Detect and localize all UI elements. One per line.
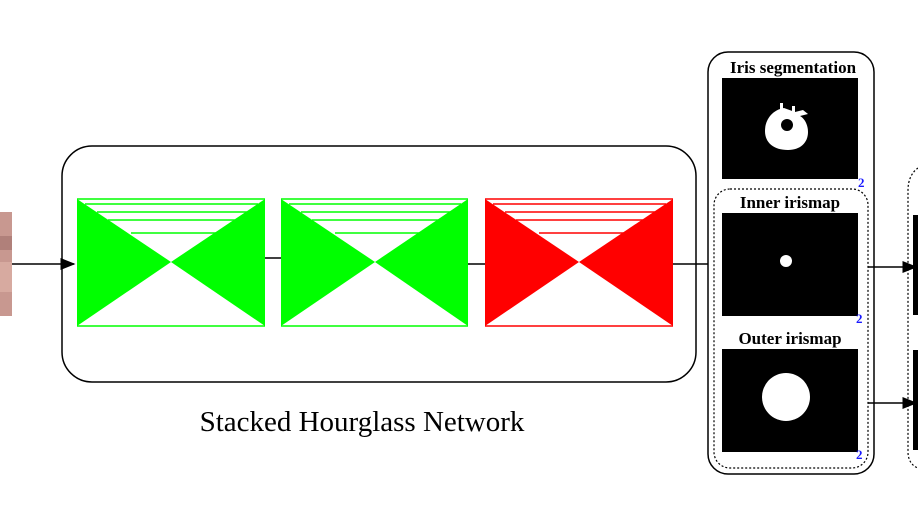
hourglass-1 — [77, 198, 265, 327]
network-caption: Stacked Hourglass Network — [200, 406, 525, 438]
outer-irismap-image — [722, 349, 858, 452]
outer-irismap-title: Outer irismap — [738, 329, 841, 348]
inner-irismap-badge: 2 — [856, 311, 863, 326]
hourglass-3 — [485, 198, 673, 327]
inner-irismap-image — [722, 213, 858, 316]
input-eye-image — [0, 212, 12, 316]
inner-irismap-title: Inner irismap — [740, 193, 840, 212]
next-panel-partial — [907, 167, 918, 469]
output-panel — [707, 51, 875, 475]
iris-segmentation-badge: 2 — [858, 175, 865, 190]
iris-segmentation-title: Iris segmentation — [730, 58, 857, 77]
outer-irismap-badge: 2 — [856, 447, 863, 462]
irismap-group — [713, 188, 869, 469]
iris-segmentation-image — [722, 78, 858, 179]
hourglass-2 — [281, 198, 468, 327]
